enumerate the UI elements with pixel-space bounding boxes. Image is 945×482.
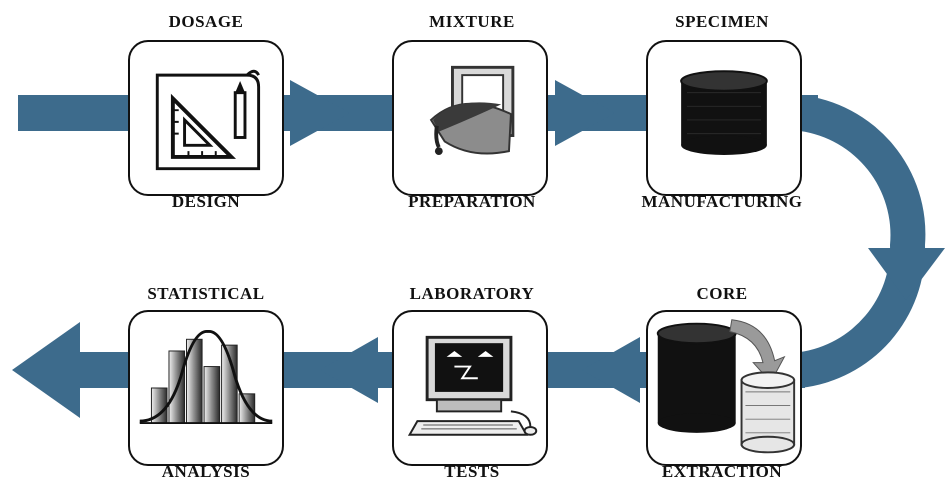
drafting-tools-icon: [155, 69, 261, 171]
flow-arrowhead-2: [555, 80, 615, 146]
histogram-icon: [139, 330, 273, 425]
step-1-box: [128, 40, 284, 196]
step-6-title: STATISTICAL: [147, 284, 265, 303]
step-1-subtitle: DESIGN: [171, 192, 241, 211]
step-5-title: LABORATORY: [409, 284, 535, 303]
step-5-subtitle: TESTS: [444, 462, 500, 481]
step-6-box: [128, 310, 284, 466]
step-3-title: SPECIMEN: [675, 12, 769, 31]
step-2-box: [392, 40, 548, 196]
step-5-box: [392, 310, 548, 466]
mixer-bowl-icon: [429, 65, 515, 156]
step-3-box: [646, 40, 802, 196]
step-1-title: DOSAGE: [168, 12, 244, 31]
flow-arrowhead-3: [582, 337, 640, 403]
flow-arrowhead-1: [290, 80, 350, 146]
step-2-title: MIXTURE: [429, 12, 515, 31]
flow-curve: [800, 95, 926, 245]
core-extraction-icon: [656, 319, 796, 454]
flow-arrowhead-5: [12, 322, 80, 418]
step-6-subtitle: ANALYSIS: [161, 462, 251, 481]
flow-arrowhead-curve: [868, 248, 945, 300]
computer-icon: [407, 335, 538, 436]
step-4-box: [646, 310, 802, 466]
step-4-title: CORE: [696, 284, 748, 303]
step-2-subtitle: PREPARATION: [408, 192, 536, 211]
step-4-subtitle: EXTRACTION: [661, 462, 783, 481]
step-3-subtitle: MANUFACTURING: [641, 192, 803, 211]
flow-arrowhead-4: [320, 337, 378, 403]
cylinder-specimen-icon: [680, 70, 768, 156]
